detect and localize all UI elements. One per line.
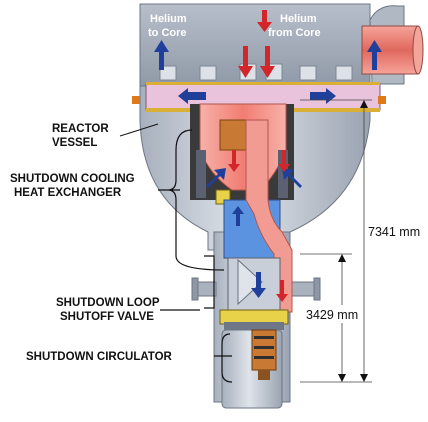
right-nozzle-cap	[313, 277, 321, 301]
heat-exchanger	[190, 103, 294, 205]
helium-to-core-label: to Core	[148, 27, 187, 39]
blue-up-arrow	[367, 40, 382, 70]
helium-to-core-label: Helium	[150, 13, 187, 25]
hx-label: SHUTDOWN COOLING	[10, 173, 135, 185]
circulator-bracket	[214, 333, 233, 383]
red-arrow	[257, 10, 272, 32]
red-down-arrow	[228, 150, 240, 172]
helium-from-core-label: Helium	[280, 13, 317, 25]
flow-arrows	[132, 10, 386, 302]
valve-disc	[237, 258, 263, 306]
valve-bracket	[160, 255, 215, 311]
blue-left-arrow	[178, 88, 206, 104]
hx-bracket	[158, 129, 225, 271]
helium-from-core-label: from Core	[268, 27, 321, 39]
reactor-vessel-label: VESSEL	[52, 137, 97, 149]
red-down-arrow	[278, 150, 290, 172]
blue-up-arrow	[232, 206, 244, 226]
outlet-pipe	[361, 5, 424, 85]
blue-up-arrow	[154, 40, 169, 70]
dimension-lower: 3429 mm	[306, 308, 358, 322]
left-nozzle	[195, 281, 217, 297]
blue-down-arrow	[251, 272, 266, 298]
dimension-overall: 7341 mm	[368, 225, 420, 239]
red-arrow	[238, 46, 253, 78]
hx-label: HEAT EXCHANGER	[14, 187, 122, 199]
valve-label: SHUTOFF VALVE	[60, 311, 154, 323]
valve-label: SHUTDOWN LOOP	[56, 297, 160, 309]
shutdown-circulator	[219, 309, 289, 380]
red-arrow	[260, 46, 275, 78]
red-down-arrow	[276, 280, 288, 302]
reactor-vessel-label: REACTOR	[52, 123, 109, 135]
circulator-label: SHUTDOWN CIRCULATOR	[26, 351, 173, 363]
left-nozzle-cap	[191, 277, 199, 301]
blue-diag-arrow	[206, 168, 226, 188]
right-nozzle	[289, 281, 317, 297]
blue-diag-arrow	[282, 168, 302, 188]
shutdown-loop-ducts	[223, 119, 293, 313]
leader-line	[119, 123, 159, 137]
